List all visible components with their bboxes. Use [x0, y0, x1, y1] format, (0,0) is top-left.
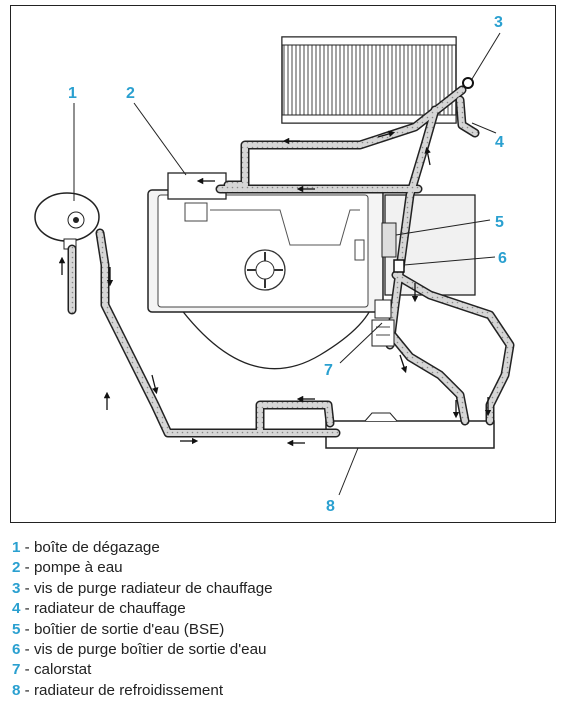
leader-lines [73, 32, 501, 496]
legend-number: 4 [12, 600, 21, 618]
legend-text: - boîte de dégazage [20, 539, 160, 556]
cooling-circuit-diagram: 1 2 3 4 5 6 7 8 [34, 14, 515, 515]
legend-text: - boîtier de sortie d'eau (BSE) [20, 620, 225, 638]
heater-radiator [281, 36, 457, 124]
legend-item: 2 - pompe à eau [12, 558, 557, 578]
hoses [67, 85, 515, 438]
callout-7: 7 [324, 362, 333, 379]
legend-number: 8 [12, 681, 21, 699]
callout-5: 5 [495, 214, 504, 231]
cooling-radiator [325, 412, 495, 449]
legend-number: 7 [12, 661, 21, 679]
callout-numbers: 1 2 3 4 5 6 7 8 [68, 14, 507, 515]
callout-2: 2 [126, 85, 135, 102]
callout-1: 1 [68, 85, 77, 102]
legend-number: 3 [12, 579, 21, 597]
legend-text: - vis de purge radiateur de chauffage [20, 579, 273, 597]
legend-item: 7 - calorstat [12, 660, 557, 680]
legend-item: 8 - radiateur de refroidissement [12, 681, 557, 701]
legend-item: 5 - boîtier de sortie d'eau (BSE) [12, 620, 557, 640]
legend-text: - calorstat [20, 661, 92, 679]
legend: 1 - boîte de dégazage 2 - pompe à eau 3 … [12, 538, 557, 701]
thermostat [371, 299, 395, 347]
legend-number: 5 [12, 620, 21, 638]
legend-item: 3 - vis de purge radiateur de chauffage [12, 579, 557, 599]
legend-text: - vis de purge boîtier de sortie d'eau [20, 641, 267, 659]
degassing-box [34, 192, 100, 250]
legend-number: 2 [12, 559, 21, 577]
engine-block [147, 189, 476, 370]
callout-6: 6 [498, 250, 507, 267]
legend-text: - radiateur de refroidissement [20, 681, 224, 699]
water-outlet-bleed-screw [393, 259, 405, 273]
heater-bleed-screw [462, 77, 474, 89]
legend-item: 6 - vis de purge boîtier de sortie d'eau [12, 640, 557, 660]
legend-item: 1 - boîte de dégazage [12, 538, 557, 558]
callout-4: 4 [495, 134, 504, 151]
legend-text: - radiateur de chauffage [20, 600, 186, 618]
legend-number: 1 [12, 539, 21, 556]
callout-3: 3 [494, 14, 503, 31]
callout-8: 8 [326, 498, 335, 515]
legend-item: 4 - radiateur de chauffage [12, 599, 557, 619]
flow-arrows [58, 130, 492, 447]
legend-number: 6 [12, 641, 21, 659]
legend-text: - pompe à eau [20, 559, 123, 577]
